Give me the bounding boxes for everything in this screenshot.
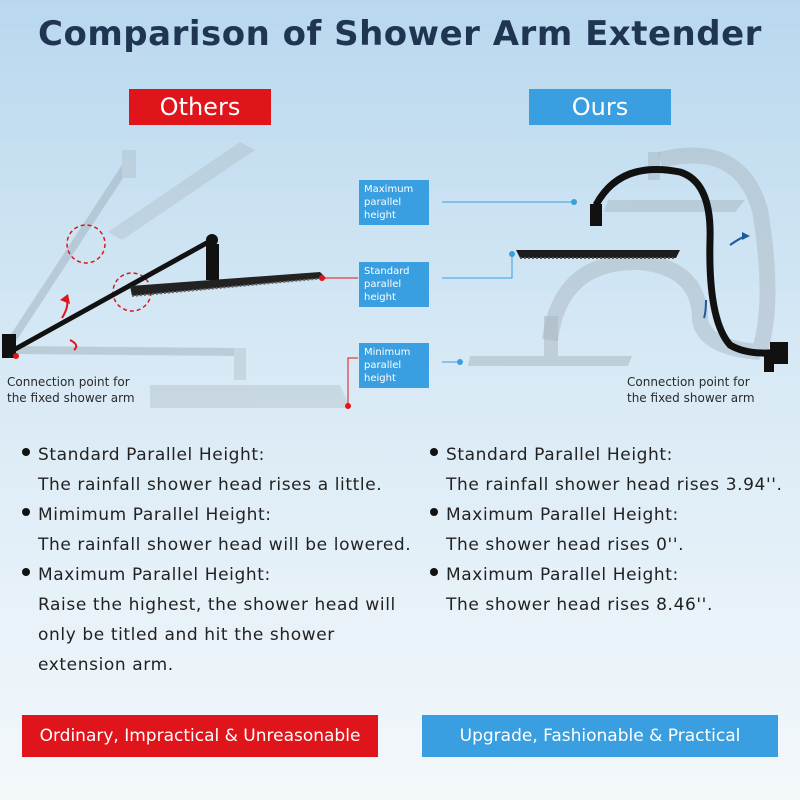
bullet-icon (430, 448, 438, 456)
bullet-icon (430, 568, 438, 576)
callout-minimum: Minimum parallel height (359, 343, 429, 388)
point-heading: Maximum Parallel Height: (38, 565, 271, 585)
point-description: Raise the highest, the shower head will … (38, 595, 396, 675)
others-point: Mimimum Parallel Height: The rainfall sh… (22, 500, 412, 560)
comparison-illustration (2, 142, 788, 409)
bullet-icon (22, 508, 30, 516)
point-description: The shower head rises 8.46''. (446, 595, 713, 615)
ours-point: Maximum Parallel Height: The shower head… (430, 560, 790, 620)
point-heading: Maximum Parallel Height: (446, 565, 679, 585)
callout-maximum: Maximum parallel height (359, 180, 429, 225)
point-heading: Mimimum Parallel Height: (38, 505, 272, 525)
ours-points: Standard Parallel Height: The rainfall s… (430, 440, 790, 620)
ours-point: Maximum Parallel Height: The shower head… (430, 500, 790, 560)
ours-connection-label: Connection point for the fixed shower ar… (627, 375, 755, 405)
others-summary-button: Ordinary, Impractical & Unreasonable (22, 715, 378, 757)
bullet-icon (22, 568, 30, 576)
ours-point: Standard Parallel Height: The rainfall s… (430, 440, 790, 500)
ours-summary-button: Upgrade, Fashionable & Practical (422, 715, 778, 757)
point-heading: Standard Parallel Height: (446, 445, 674, 465)
point-heading: Maximum Parallel Height: (446, 505, 679, 525)
point-description: The rainfall shower head rises 3.94''. (446, 475, 783, 495)
ours-tag: Ours (529, 89, 671, 125)
others-issue-circle-1 (66, 224, 106, 264)
others-ghost-arms (8, 142, 350, 408)
page-title: Comparison of Shower Arm Extender (38, 14, 762, 54)
point-description: The shower head rises 0''. (446, 535, 685, 555)
ours-ghost-arms (542, 147, 776, 360)
bullet-icon (430, 508, 438, 516)
point-description: The rainfall shower head will be lowered… (38, 535, 412, 555)
others-point: Standard Parallel Height: The rainfall s… (22, 440, 412, 500)
others-black-arm (2, 234, 327, 358)
others-point: Maximum Parallel Height: Raise the highe… (22, 560, 412, 680)
others-connection-label: Connection point for the fixed shower ar… (7, 375, 135, 405)
point-description: The rainfall shower head rises a little. (38, 475, 383, 495)
bullet-icon (22, 448, 30, 456)
callout-standard: Standard parallel height (359, 262, 429, 307)
point-heading: Standard Parallel Height: (38, 445, 266, 465)
others-points: Standard Parallel Height: The rainfall s… (22, 440, 412, 680)
others-tag: Others (129, 89, 271, 125)
ours-black-arm (516, 166, 788, 372)
